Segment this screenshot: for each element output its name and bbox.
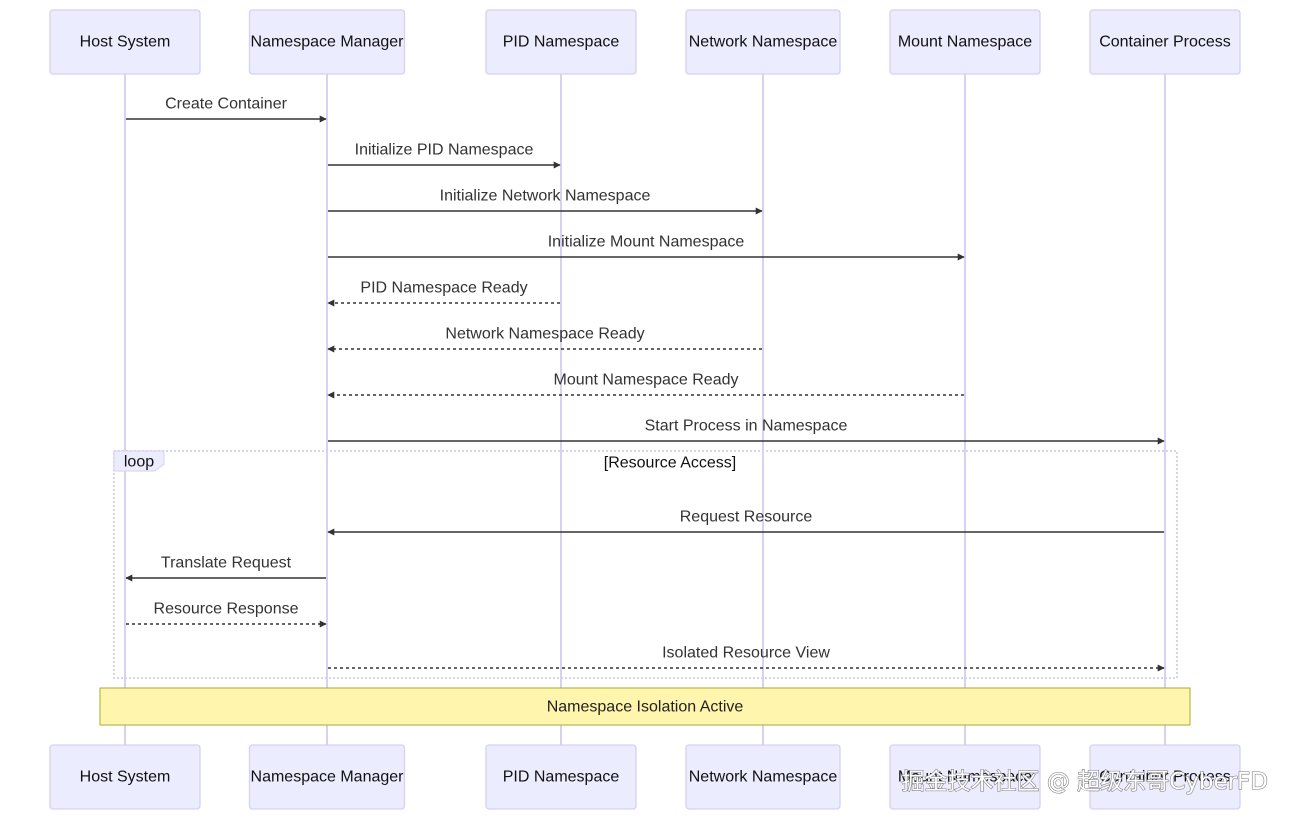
participant-label: Mount Namespace xyxy=(898,34,1032,51)
message: Initialize Network Namespace xyxy=(328,188,763,215)
participant-host-top: Host System xyxy=(49,9,201,75)
participant-pid-bottom: PID Namespace xyxy=(485,744,637,810)
watermark: 掘金技术社区 @ 超级东哥CyberFD xyxy=(902,769,1268,795)
participant-box xyxy=(685,9,841,75)
participant-label: Mount Namespace xyxy=(898,769,1032,786)
participant-box xyxy=(889,744,1041,810)
participant-label: Namespace Manager xyxy=(251,769,405,786)
message-label: Create Container xyxy=(165,96,288,113)
participant-label: Container Process xyxy=(1099,34,1231,51)
loop-label-tab xyxy=(113,450,165,472)
participant-box xyxy=(1089,744,1241,810)
loop-condition: [Resource Access] xyxy=(604,455,737,472)
participant-label: Network Namespace xyxy=(689,34,838,51)
participant-proc-top: Container Process xyxy=(1089,9,1241,75)
participant-mnt-bottom: Mount Namespace xyxy=(889,744,1041,810)
message: Create Container xyxy=(126,96,327,123)
participant-box xyxy=(1089,9,1241,75)
message-label: Network Namespace Ready xyxy=(445,326,644,343)
message: Initialize Mount Namespace xyxy=(328,234,965,261)
message-label: Translate Request xyxy=(161,555,292,572)
loop-fragment: loop [Resource Access] xyxy=(113,450,1178,679)
watermark-layer: 掘金技术社区 @ 超级东哥CyberFD xyxy=(901,768,1269,795)
participant-box xyxy=(248,9,406,75)
participant-net-top: Network Namespace xyxy=(685,9,841,75)
participant-box xyxy=(49,9,201,75)
participant-nsm-bottom: Namespace Manager xyxy=(248,744,406,810)
note-box xyxy=(99,687,1191,726)
message: Request Resource xyxy=(327,509,1164,536)
message-label: Mount Namespace Ready xyxy=(554,372,739,389)
note-layer: Namespace Isolation Active xyxy=(99,687,1191,726)
participant-host-bottom: Host System xyxy=(49,744,201,810)
message: Mount Namespace Ready xyxy=(327,372,964,399)
participant-mnt-top: Mount Namespace xyxy=(889,9,1041,75)
participant-label: PID Namespace xyxy=(503,34,620,51)
participant-label: PID Namespace xyxy=(503,769,620,786)
participant-label: Host System xyxy=(80,769,171,786)
participant-label: Namespace Manager xyxy=(251,34,405,51)
message: Translate Request xyxy=(125,555,326,582)
participant-label: Network Namespace xyxy=(689,769,838,786)
message-label: Initialize Mount Namespace xyxy=(548,234,745,251)
participant-net-bottom: Network Namespace xyxy=(685,744,841,810)
participant-pid-top: PID Namespace xyxy=(485,9,637,75)
note-text: Namespace Isolation Active xyxy=(547,699,744,716)
participant-box xyxy=(485,9,637,75)
participant-proc-bottom: Container Process xyxy=(1089,744,1241,810)
message-label: Resource Response xyxy=(154,601,299,618)
participant-box xyxy=(248,744,406,810)
message-label: Isolated Resource View xyxy=(662,645,830,662)
message-label: Request Resource xyxy=(680,509,813,526)
participant-box xyxy=(49,744,201,810)
message: Isolated Resource View xyxy=(328,645,1165,672)
message: Start Process in Namespace xyxy=(328,418,1165,445)
lifelines xyxy=(124,74,1166,745)
message: PID Namespace Ready xyxy=(327,280,560,307)
message-label: Initialize PID Namespace xyxy=(355,142,534,159)
message: Initialize PID Namespace xyxy=(328,142,561,169)
message-label: Start Process in Namespace xyxy=(645,418,848,435)
participant-label: Container Process xyxy=(1099,769,1231,786)
participant-box xyxy=(889,9,1041,75)
loop-keyword: loop xyxy=(124,454,154,471)
participant-box xyxy=(685,744,841,810)
participant-label: Host System xyxy=(80,34,171,51)
participant-nsm-top: Namespace Manager xyxy=(248,9,406,75)
loop-frame xyxy=(113,450,1178,679)
message: Resource Response xyxy=(126,601,327,628)
message-label: PID Namespace Ready xyxy=(360,280,527,297)
participant-box xyxy=(485,744,637,810)
message-label: Initialize Network Namespace xyxy=(440,188,651,205)
message: Network Namespace Ready xyxy=(327,326,762,353)
